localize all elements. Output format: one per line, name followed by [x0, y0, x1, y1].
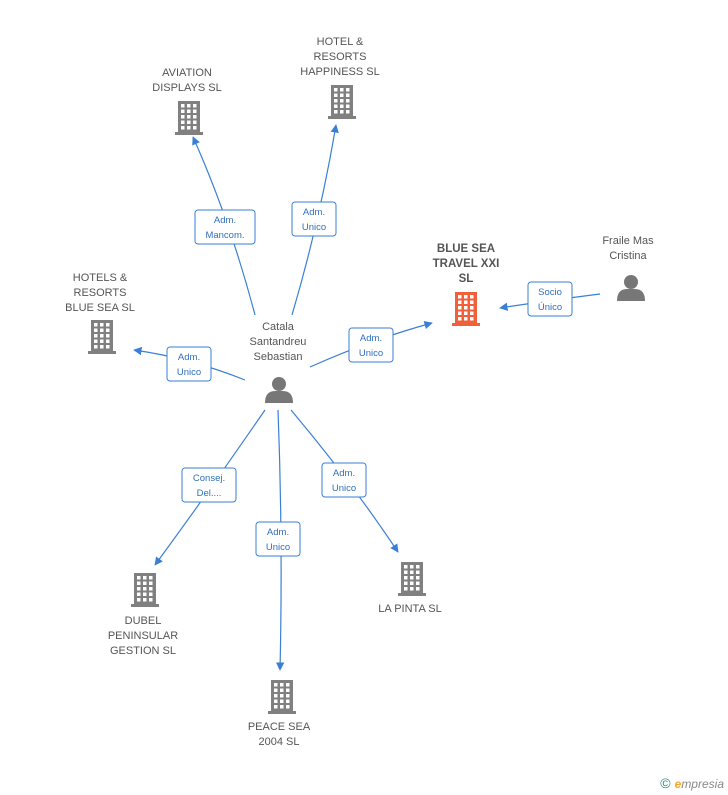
node-dubel-label-1: DUBEL	[125, 615, 162, 627]
node-dubel-peninsular[interactable]: DUBEL PENINSULAR GESTION SL	[108, 615, 178, 657]
node-hotels-bs-label-1: HOTELS &	[73, 272, 128, 284]
node-aviation-label-2: DISPLAYS SL	[152, 82, 222, 94]
node-fraile-label-2: Cristina	[609, 250, 647, 262]
relation-aviation-line1: Adm.	[214, 215, 236, 226]
relation-aviation-line2: Mancom.	[205, 230, 244, 241]
relation-la-pinta-line2: Unico	[332, 483, 356, 494]
node-blue-sea-label-3: SL	[459, 273, 474, 285]
hotels-bluesea-building-icon[interactable]	[88, 320, 116, 354]
node-hotels-bs-label-2: RESORTS	[74, 287, 127, 299]
node-catala-santandreu[interactable]: Catala Santandreu Sebastian	[250, 321, 307, 363]
blue-sea-building-icon[interactable]	[452, 292, 480, 326]
relation-aviation[interactable]: Adm. Mancom.	[194, 209, 256, 245]
dubel-building-icon[interactable]	[131, 573, 159, 607]
hotel-happiness-building-icon[interactable]	[328, 85, 356, 119]
node-fraile-mas-cristina[interactable]: Fraile Mas Cristina	[602, 235, 654, 262]
node-aviation-displays[interactable]: AVIATION DISPLAYS SL	[152, 67, 222, 94]
relation-peace-sea-line1: Adm.	[267, 527, 289, 538]
relation-labels: Adm. Mancom. Adm. Unico Adm. Unico Socio…	[166, 201, 573, 557]
catala-person-icon[interactable]	[265, 377, 293, 403]
relation-blue-sea-line2: Unico	[359, 348, 383, 359]
node-hotels-bs-label-3: BLUE SEA SL	[65, 302, 135, 314]
node-peace-sea-label-1: PEACE SEA	[248, 721, 311, 733]
relation-hotels-bluesea-line1: Adm.	[178, 352, 200, 363]
relation-hotel-happiness-line2: Unico	[302, 222, 326, 233]
node-hotel-happiness-label-3: HAPPINESS SL	[300, 66, 379, 78]
relation-hotels-bluesea[interactable]: Adm. Unico	[166, 346, 212, 382]
brand-first-letter: e	[674, 777, 682, 791]
relation-la-pinta-line1: Adm.	[333, 468, 355, 479]
relation-dubel-line1: Consej.	[193, 473, 225, 484]
brand-logo: empresia	[675, 777, 724, 791]
relation-blue-sea[interactable]: Adm. Unico	[348, 327, 394, 363]
node-catala-label-2: Santandreu	[250, 336, 307, 348]
node-hotel-happiness[interactable]: HOTEL & RESORTS HAPPINESS SL	[300, 36, 379, 78]
node-fraile-label-1: Fraile Mas	[602, 235, 654, 247]
edges	[133, 124, 601, 671]
relation-fraile-line2: Único	[538, 302, 562, 313]
node-hotel-happiness-label-1: HOTEL &	[317, 36, 364, 48]
node-la-pinta[interactable]: LA PINTA SL	[378, 603, 441, 615]
aviation-building-icon[interactable]	[175, 101, 203, 135]
node-catala-label-1: Catala	[262, 321, 295, 333]
relation-dubel[interactable]: Consej. Del....	[181, 467, 237, 503]
relation-blue-sea-line1: Adm.	[360, 333, 382, 344]
peace-sea-building-icon[interactable]	[268, 680, 296, 714]
fraile-person-icon[interactable]	[617, 275, 645, 301]
node-peace-sea-label-2: 2004 SL	[259, 736, 300, 748]
node-hotel-happiness-label-2: RESORTS	[314, 51, 367, 63]
node-labels: AVIATION DISPLAYS SL HOTEL & RESORTS HAP…	[65, 36, 654, 748]
relation-peace-sea-line2: Unico	[266, 542, 290, 553]
brand-rest: mpresia	[681, 777, 724, 791]
node-icons	[88, 85, 645, 714]
node-dubel-label-2: PENINSULAR	[108, 630, 178, 642]
relation-la-pinta[interactable]: Adm. Unico	[321, 462, 367, 498]
la-pinta-building-icon[interactable]	[398, 562, 426, 596]
relation-dubel-line2: Del....	[197, 488, 222, 499]
relation-hotels-bluesea-line2: Unico	[177, 367, 201, 378]
relation-peace-sea[interactable]: Adm. Unico	[255, 521, 301, 557]
node-la-pinta-label-1: LA PINTA SL	[378, 603, 441, 615]
relation-hotel-happiness[interactable]: Adm. Unico	[291, 201, 337, 237]
copyright-icon: ©	[660, 775, 671, 791]
node-dubel-label-3: GESTION SL	[110, 645, 176, 657]
node-blue-sea-label-2: TRAVEL XXI	[433, 258, 500, 270]
node-peace-sea[interactable]: PEACE SEA 2004 SL	[248, 721, 311, 748]
node-catala-label-3: Sebastian	[254, 351, 303, 363]
node-aviation-label-1: AVIATION	[162, 67, 212, 79]
relation-fraile-line1: Socio	[538, 287, 562, 298]
node-blue-sea-label-1: BLUE SEA	[437, 243, 495, 255]
footer-brand[interactable]: ©empresia	[660, 775, 724, 791]
node-blue-sea-travel[interactable]: BLUE SEA TRAVEL XXI SL	[433, 243, 500, 285]
node-hotels-resorts-bluesea[interactable]: HOTELS & RESORTS BLUE SEA SL	[65, 272, 135, 314]
relation-fraile[interactable]: Socio Único	[527, 281, 573, 317]
relation-hotel-happiness-line1: Adm.	[303, 207, 325, 218]
